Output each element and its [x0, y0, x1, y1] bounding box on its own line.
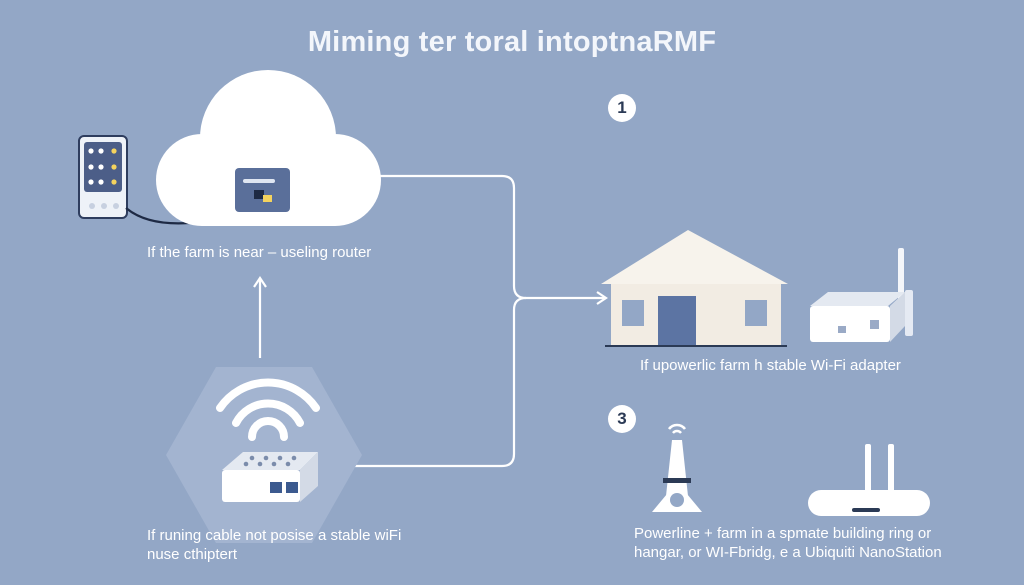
step-badge-3: 3 [608, 405, 636, 433]
house-icon [601, 230, 788, 347]
server-rack-icon [78, 135, 128, 219]
connector-lines [253, 174, 608, 468]
arrow-head-up [253, 276, 267, 288]
caption-cable: If runing cable not posise a stable wiFi… [147, 526, 401, 564]
antenna-tower-icon [652, 423, 702, 512]
caption-cable-line2: nuse cthiptert [147, 546, 238, 563]
connector-cloud-to-house [380, 174, 604, 300]
caption-powerline-line2: hangar, or WI-Fbridg, e a Ubiquiti NanoS… [634, 544, 942, 561]
wifi-adapter-icon [810, 248, 913, 342]
router-box-icon [235, 168, 290, 212]
caption-cable-line1: If runing cable not posise a stable wiFi [147, 527, 402, 544]
connector-router-to-house [352, 296, 527, 468]
caption-powerline-line1: Powerline + farm in a spmate building ri… [634, 525, 932, 542]
wifi-icon [216, 378, 320, 441]
page-title: Miming ter toral intoptnaRMF [307, 26, 717, 58]
arrow-head-right [596, 291, 608, 305]
nanostation-router-icon [808, 444, 930, 516]
step-badge-1: 1 [608, 94, 636, 122]
caption-powerline: Powerline + farm in a spmate building ri… [634, 524, 942, 562]
caption-wifi-adapter: If upowerlic farm h stable Wi-Fi adapter [640, 357, 901, 374]
caption-near-farm: If the farm is near – useling router [147, 244, 372, 261]
wifi-router-icon [222, 452, 318, 502]
cloud-icon [156, 70, 381, 226]
